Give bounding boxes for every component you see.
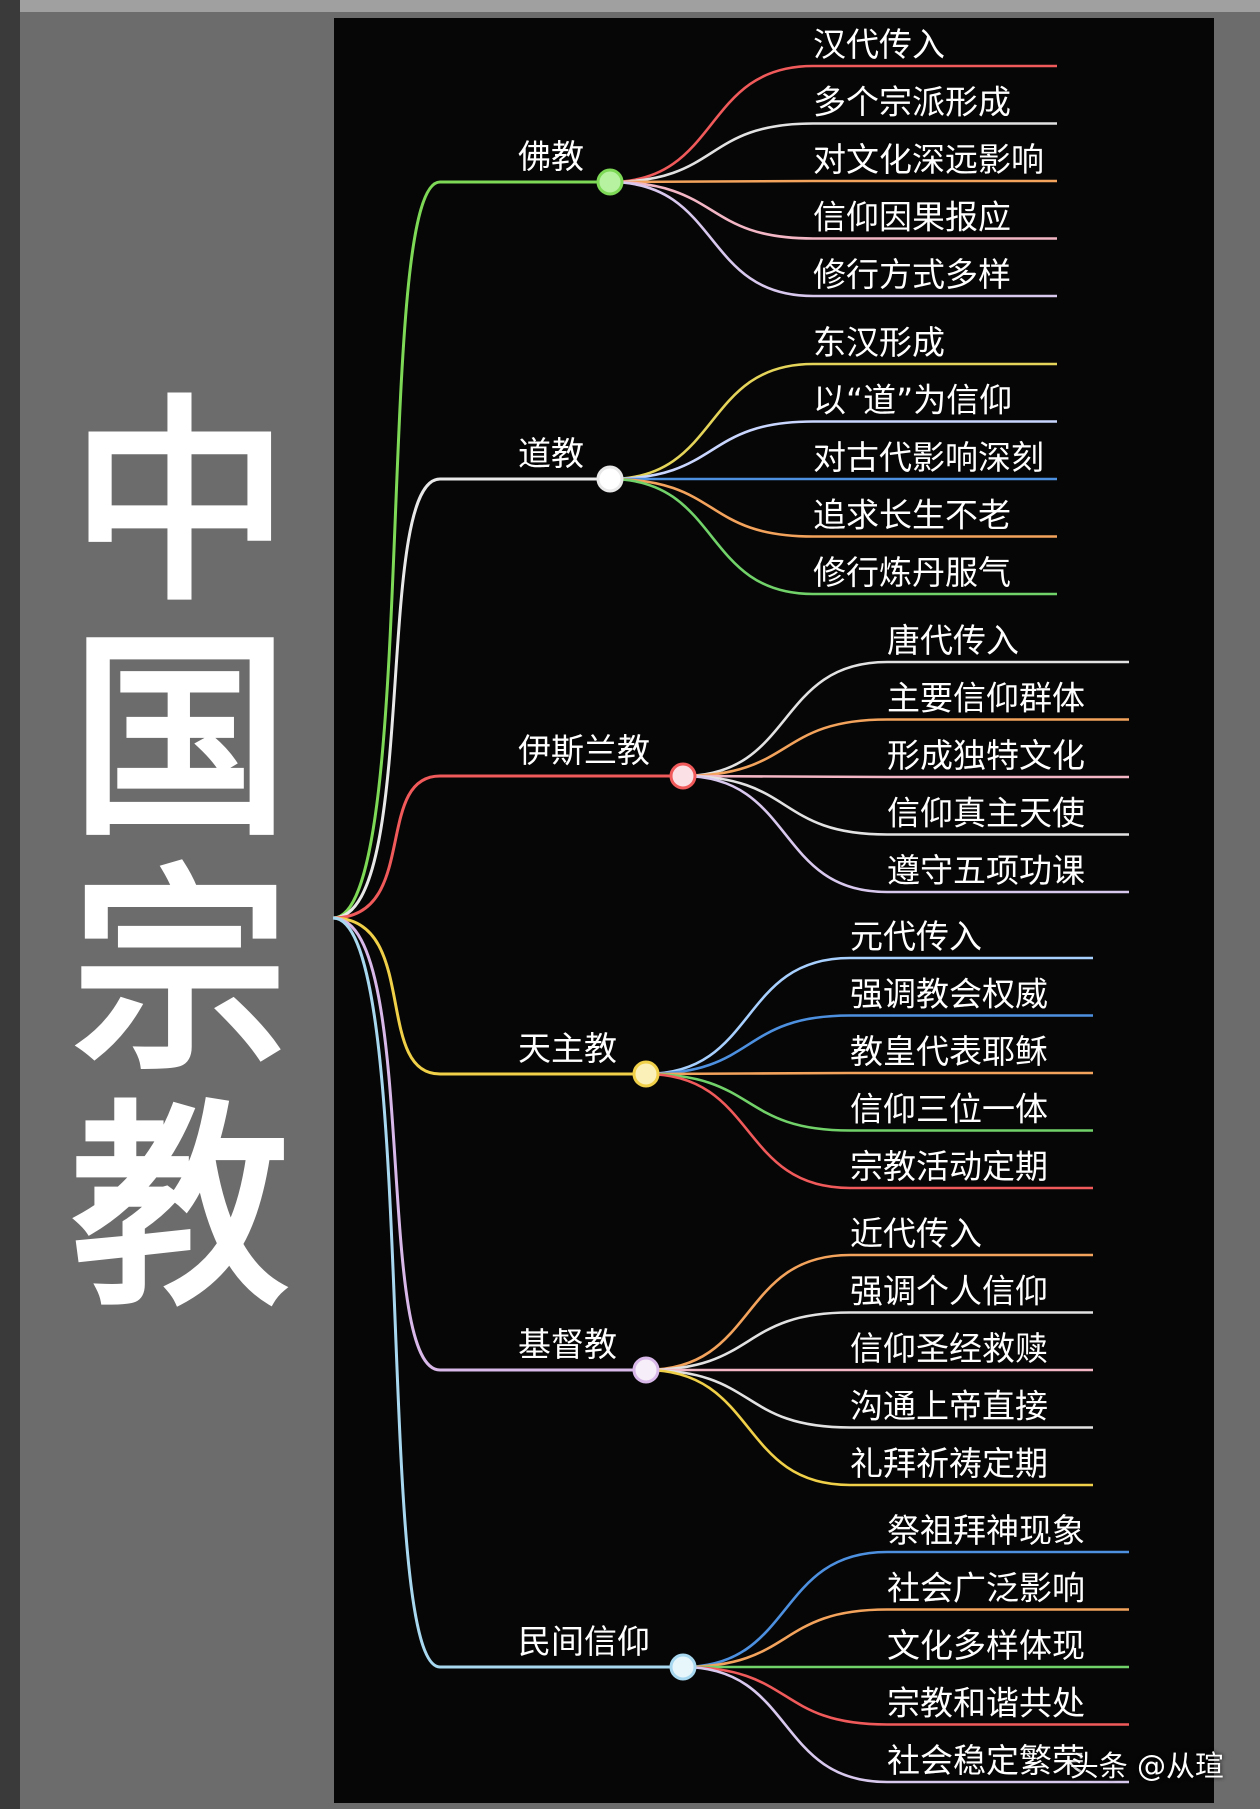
leaf-connector (609, 179, 1057, 184)
leaf-label: 信仰三位一体 (850, 1090, 1048, 1129)
branch-node (669, 1653, 697, 1681)
leaf-label: 礼拜祈祷定期 (850, 1444, 1048, 1483)
leaf-connector (645, 1368, 1093, 1429)
leaf-connector (609, 180, 1057, 240)
title-char: 中 (71, 378, 289, 631)
leaf-connector (609, 180, 1057, 298)
branch-connector (332, 916, 646, 1076)
branch-label: 基督教 (518, 1325, 617, 1364)
leaf-label: 东汉形成 (813, 323, 945, 362)
leaf-label: 对古代影响深刻 (813, 438, 1044, 477)
top-border (0, 0, 1260, 12)
title-char: 宗 (71, 848, 289, 1101)
leaf-label: 强调教会权威 (850, 975, 1048, 1014)
leaf-connector (682, 1608, 1129, 1669)
leaf-connector (682, 1550, 1129, 1669)
leaf-label: 近代传入 (850, 1214, 982, 1253)
leaf-label: 信仰真主天使 (887, 794, 1085, 833)
leaf-label: 唐代传入 (887, 621, 1019, 660)
branch-connector (332, 180, 610, 920)
leaf-label: 沟通上帝直接 (850, 1387, 1048, 1426)
leaf-connector (609, 477, 1057, 538)
branch-node (669, 762, 697, 790)
leaf-connector (645, 1072, 1093, 1190)
leaf-connector (609, 477, 1057, 596)
watermark: 头条 @从瑄 (1069, 1749, 1224, 1783)
leaf-connector (645, 1311, 1093, 1372)
leaf-connector (645, 1071, 1093, 1076)
leaf-label: 汉代传入 (813, 25, 945, 64)
leaf-label: 教皇代表耶稣 (850, 1032, 1048, 1071)
leaf-connector (682, 1665, 1129, 1726)
leaf-connector (645, 1072, 1093, 1132)
leaf-label: 多个宗派形成 (813, 83, 1011, 122)
branch-label: 天主教 (518, 1029, 617, 1068)
leaf-label: 主要信仰群体 (887, 679, 1085, 718)
leaf-label: 对文化深远影响 (813, 140, 1044, 179)
mindmap-panel (334, 18, 1214, 1803)
title-char: 教 (71, 1083, 289, 1336)
leaf-label: 遵守五项功课 (887, 851, 1085, 890)
leaf-connector (645, 1368, 1093, 1487)
leaf-connector (682, 774, 1129, 894)
leaf-connector (609, 362, 1057, 481)
branch-connector (332, 774, 683, 920)
leaf-connector (609, 122, 1057, 184)
left-border (0, 0, 20, 1809)
leaf-connector (609, 64, 1057, 184)
branch-node (632, 1060, 660, 1088)
branch-label: 伊斯兰教 (518, 731, 650, 770)
branch-label: 民间信仰 (518, 1622, 650, 1661)
leaf-connector (645, 956, 1093, 1076)
leaf-label: 文化多样体现 (887, 1626, 1085, 1665)
leaf-label: 信仰圣经救赎 (850, 1329, 1048, 1368)
leaf-label: 社会广泛影响 (887, 1569, 1085, 1608)
branch-node (632, 1356, 660, 1384)
leaf-label: 社会稳定繁荣 (887, 1741, 1085, 1780)
branch-label: 道教 (518, 434, 584, 473)
branch-node (596, 465, 624, 493)
title-char: 国 (71, 613, 289, 866)
leaf-label: 宗教和谐共处 (887, 1684, 1085, 1723)
leaf-label: 元代传入 (850, 917, 982, 956)
leaf-label: 强调个人信仰 (850, 1272, 1048, 1311)
branch-connector (332, 916, 646, 1372)
leaf-label: 以“道”为信仰 (813, 381, 1012, 420)
leaf-label: 祭祖拜神现象 (887, 1511, 1085, 1550)
leaf-connector (645, 1014, 1093, 1076)
leaf-label: 修行炼丹服气 (813, 553, 1011, 592)
branch-connector (332, 916, 683, 1669)
leaf-label: 形成独特文化 (887, 736, 1085, 775)
leaf-connector (682, 774, 1129, 836)
leaf-label: 追求长生不老 (813, 496, 1011, 535)
leaf-label: 宗教活动定期 (850, 1147, 1048, 1186)
branch-connector (332, 477, 610, 920)
leaf-connector (682, 774, 1129, 779)
leaf-connector (645, 1253, 1093, 1372)
leaf-connector (682, 1665, 1129, 1784)
branch-label: 佛教 (518, 137, 584, 176)
leaf-label: 修行方式多样 (813, 255, 1011, 294)
leaf-label: 信仰因果报应 (813, 198, 1011, 237)
leaf-connector (682, 718, 1129, 778)
branch-node (596, 168, 624, 196)
leaf-connector (682, 660, 1129, 778)
leaf-connector (609, 420, 1057, 481)
